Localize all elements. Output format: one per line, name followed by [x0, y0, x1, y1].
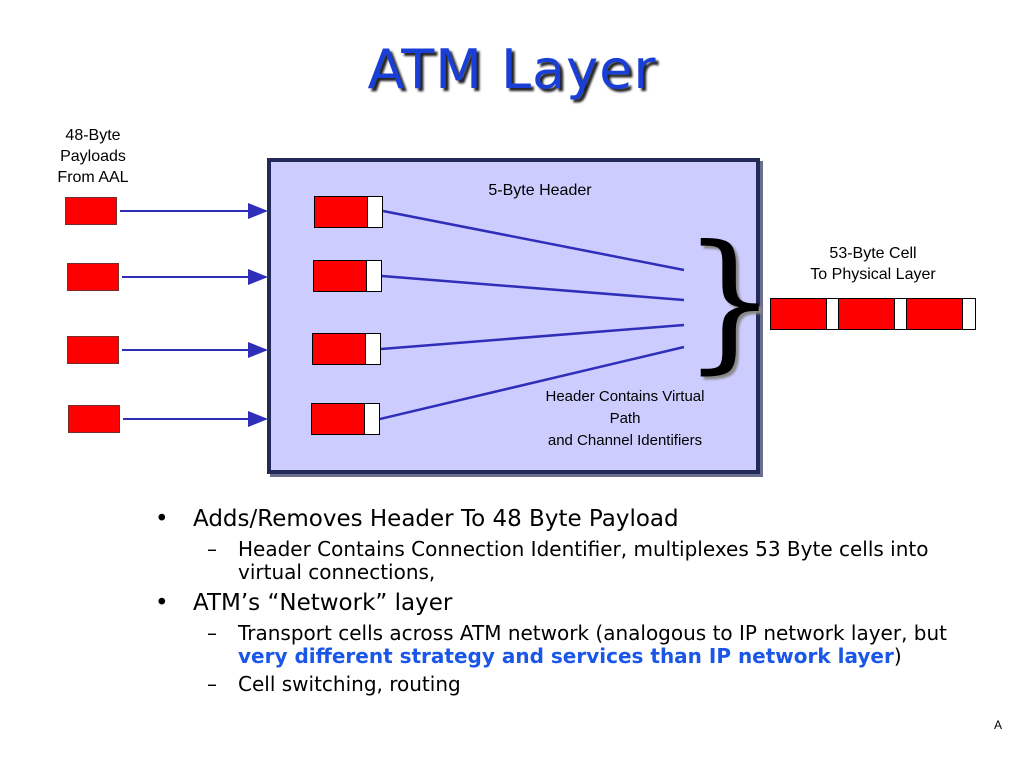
cell-payload [313, 334, 366, 364]
sub-bullet-item: – Cell switching, routing [207, 673, 955, 696]
bullet-item: • ATM’s “Network” layer [155, 589, 955, 618]
atm-cell [313, 260, 382, 292]
bullet-marker: • [155, 590, 169, 616]
payloads-label: 48-Byte Payloads From AAL [57, 127, 129, 186]
bullet-item: • Adds/Removes Header To 48 Byte Payload [155, 505, 955, 534]
dash-marker: – [207, 537, 217, 561]
bullet-marker: • [155, 506, 169, 532]
cell-payload [315, 197, 368, 227]
sub-bullet-text: Cell switching, routing [238, 672, 461, 696]
header-label: 5-Byte Header [488, 182, 592, 199]
cell-payload [312, 404, 365, 434]
footer-mark: A [994, 718, 1003, 732]
dash-marker: – [207, 621, 217, 645]
bullet-list: • Adds/Removes Header To 48 Byte Payload… [155, 505, 955, 701]
cell-out-label: 53-Byte Cell To Physical Layer [810, 245, 936, 283]
cell-header [826, 299, 839, 329]
sub-bullet-text: Header Contains Connection Identifier, m… [238, 537, 929, 584]
sub-bullet-text: Transport cells across ATM network (anal… [238, 622, 955, 668]
brace-icon: } [682, 214, 778, 388]
cell-header [962, 299, 975, 329]
cell-header [894, 299, 907, 329]
dash-marker: – [207, 672, 217, 696]
input-payload-block [67, 336, 119, 364]
bullet-text: Adds/Removes Header To 48 Byte Payload [193, 506, 679, 532]
sub-bullet-text-start: Transport cells across ATM network (anal… [238, 621, 948, 645]
input-payload-block [68, 405, 120, 433]
cell-payload [314, 261, 367, 291]
cell-payload [771, 299, 826, 329]
input-payload-block [65, 197, 117, 225]
atm-cell [311, 403, 380, 435]
sub-bullet-item: – Transport cells across ATM network (an… [207, 622, 955, 668]
sub-bullet-text-end: ) [893, 644, 902, 668]
cell-payload [907, 299, 962, 329]
cell-payload [839, 299, 894, 329]
bullet-text: ATM’s “Network” layer [193, 590, 453, 616]
identifiers-label: Header Contains Virtual Path and Channel… [545, 388, 705, 449]
slide-title: ATM Layer [367, 38, 657, 101]
output-cell-stream [770, 298, 976, 330]
atm-cell [314, 196, 383, 228]
input-payload-block [67, 263, 119, 291]
sub-bullet-item: – Header Contains Connection Identifier,… [207, 538, 955, 584]
highlight-text: very different strategy and services tha… [238, 644, 894, 668]
atm-cell [312, 333, 381, 365]
